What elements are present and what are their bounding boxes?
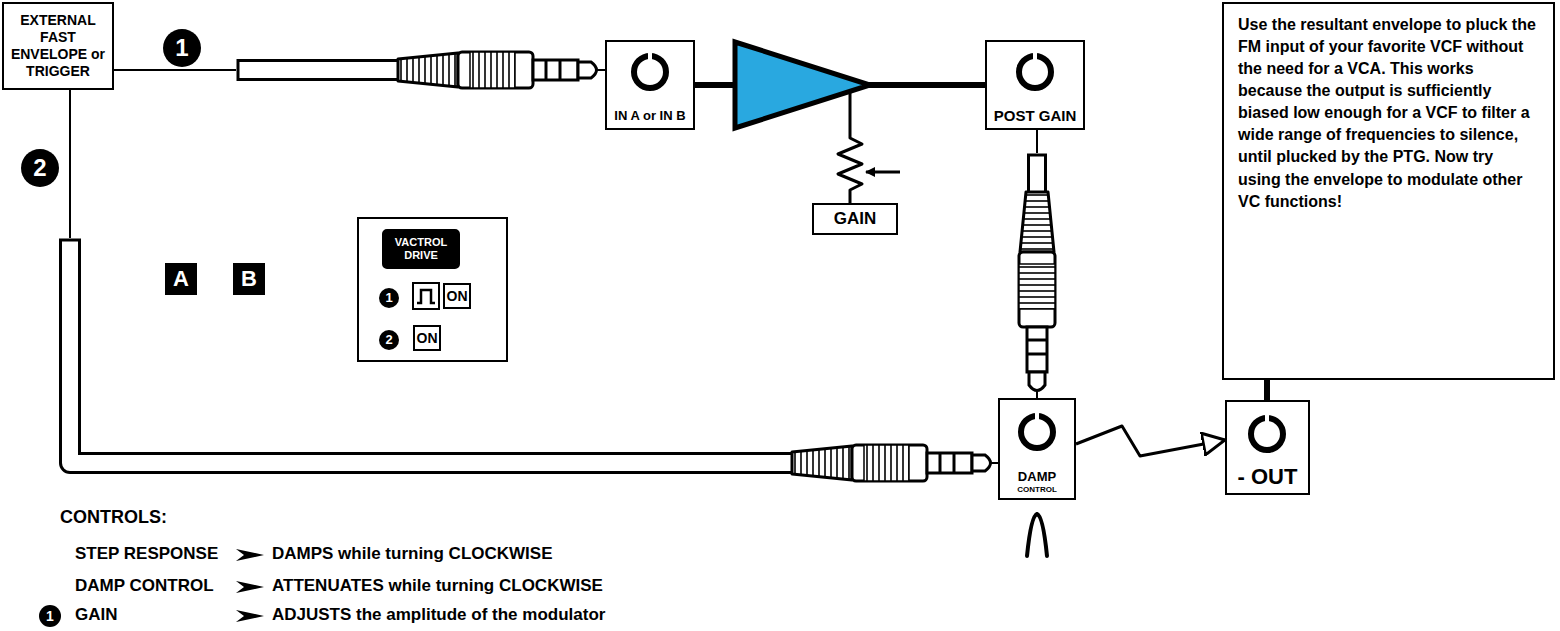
callout-number: 2 (379, 330, 399, 350)
envelope-symbol (1027, 514, 1047, 556)
mode-box: B (233, 263, 265, 295)
knob (634, 50, 666, 88)
damp-box: DAMPCONTROL (998, 398, 1076, 500)
node-text: - OUT (1238, 464, 1298, 489)
node-text: DAMP (1018, 470, 1056, 485)
node-text: ON (417, 330, 438, 346)
patch-cable (59, 238, 991, 481)
switch-panel: 1 2 VACTROL DRIVE ON ON (357, 217, 508, 362)
knob (1019, 50, 1051, 88)
node-text: GAIN (834, 209, 877, 229)
panel-header: VACTROL DRIVE (382, 229, 460, 269)
node-text: B (241, 266, 257, 291)
output-box: - OUT (1225, 400, 1310, 495)
variable-arrow (866, 171, 900, 174)
node-text: ON (447, 288, 468, 304)
control-description: DAMPS while turning CLOCKWISE (272, 544, 553, 564)
pointer-arrow (236, 581, 264, 593)
callout-number: 1 (379, 288, 399, 308)
square-wave-icon (413, 283, 439, 309)
source-box: EXTERNAL FAST ENVELOPE or TRIGGER (2, 2, 114, 90)
connector (1076, 426, 1225, 456)
knob (1021, 410, 1053, 448)
control-name: GAIN (75, 605, 118, 625)
control-description: ATTENUATES while turning CLOCKWISE (272, 576, 603, 596)
pointer-arrow (236, 549, 264, 561)
input-box: IN A or IN B (605, 40, 695, 130)
node-text: CONTROL (1017, 485, 1057, 494)
callout-number: 1 (39, 605, 61, 627)
control-name: STEP RESPONSE (75, 544, 218, 564)
mode-box: A (165, 263, 197, 295)
control-description: ADJUSTS the amplitude of the modulator (272, 605, 605, 625)
node-text: VACTROL DRIVE (386, 236, 456, 261)
patch-cable (1019, 153, 1055, 391)
control-name: DAMP CONTROL (75, 576, 214, 596)
node-text: POST GAIN (994, 107, 1077, 124)
callout-number: 1 (163, 29, 201, 67)
pointer-arrow (236, 610, 264, 622)
switch-box: ON (443, 283, 471, 309)
gain-box: GAIN (812, 203, 898, 235)
callout-number: 2 (21, 149, 59, 187)
knob (1251, 412, 1283, 450)
section-heading: CONTROLS: (60, 507, 167, 528)
connector (70, 90, 998, 463)
node-text: A (173, 266, 189, 291)
note-box: Use the resultant envelope to pluck the … (1222, 2, 1555, 380)
connector (1264, 380, 1270, 400)
switch-box: ON (413, 325, 441, 351)
patch-cable (236, 52, 597, 88)
node-text: Use the resultant envelope to pluck the … (1238, 14, 1539, 213)
gain-output-box: POST GAIN (985, 40, 1085, 130)
node-text: EXTERNAL FAST ENVELOPE or TRIGGER (8, 12, 108, 79)
resistor-symbol (838, 92, 862, 203)
node-text: IN A or IN B (614, 109, 685, 124)
